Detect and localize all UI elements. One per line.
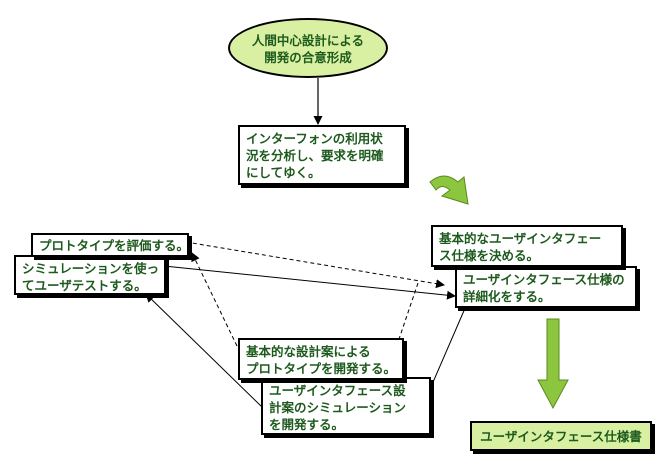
edge-evaluate-to-basic-dashed bbox=[185, 241, 445, 289]
node-sim-user-test: シミュレーションを使っ てユーザテストする。 bbox=[14, 255, 166, 295]
node-develop-prototype: 基本的な設計案による プロトタイプを開発する。 bbox=[238, 338, 404, 380]
node-detail-spec: ユーザインタフェース仕様の 詳細化をする。 bbox=[455, 266, 637, 308]
edge-prototype-to-evaluate-dashed bbox=[191, 252, 238, 347]
node-ui-spec-document: ユーザインタフェース仕様書 bbox=[470, 421, 652, 451]
edge-uisim-to-simtest bbox=[145, 293, 263, 408]
curved-arrow-icon bbox=[429, 175, 469, 205]
node-basic-spec: 基本的なユーザインタフェー ス仕様を決める。 bbox=[431, 225, 623, 267]
edge-detail-to-uisim bbox=[423, 305, 467, 404]
node-evaluate-prototype: プロトタイプを評価する。 bbox=[31, 233, 189, 257]
edge-detail-to-prototype-dashed bbox=[394, 282, 419, 349]
thick-down-arrow-icon bbox=[537, 318, 569, 410]
node-consensus: 人間中心設計による 開発の合意形成 bbox=[228, 18, 388, 78]
node-analyze-requirements: インターフォンの利用状 況を分析し、要求を明確 にしてゆく。 bbox=[238, 125, 406, 185]
node-develop-ui-simulation: ユーザインタフェース設 計案のシミュレーション を開発する。 bbox=[261, 377, 431, 435]
edge-simtest-to-detail bbox=[163, 265, 456, 300]
